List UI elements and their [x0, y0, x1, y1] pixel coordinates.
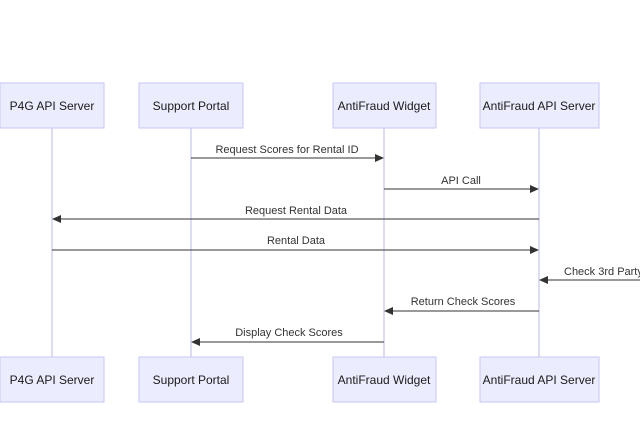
message-display-check-scores: Display Check Scores	[191, 327, 384, 346]
lifelines	[51, 128, 540, 357]
message-return-check-scores: Return Check Scores	[384, 296, 539, 315]
actor-top-antifraud-api-server: AntiFraud API Server	[479, 82, 600, 129]
message-request-scores: Request Scores for Rental ID	[191, 144, 384, 162]
actor-label: AntiFraud Widget	[338, 373, 431, 387]
actor-bottom-support-portal: Support Portal	[138, 356, 244, 403]
arrowhead-right-icon	[530, 246, 539, 254]
actor-label: Support Portal	[153, 373, 230, 387]
message-request-rental-data: Request Rental Data	[52, 205, 539, 223]
message-label: Return Check Scores	[411, 296, 516, 308]
actor-label: P4G API Server	[10, 373, 95, 387]
message-label: Request Rental Data	[245, 205, 348, 217]
actor-bottom-antifraud-widget: AntiFraud Widget	[332, 356, 437, 403]
message-label: Request Scores for Rental ID	[215, 144, 358, 156]
arrowhead-left-icon	[384, 307, 393, 315]
message-rental-data: Rental Data	[52, 235, 539, 254]
actors-top: P4G API Server Support Portal AntiFraud …	[0, 82, 600, 129]
arrowhead-left-icon	[539, 276, 548, 284]
arrowhead-right-icon	[530, 185, 539, 193]
message-label: Display Check Scores	[235, 327, 343, 339]
arrowhead-left-icon	[52, 215, 61, 223]
message-label: Rental Data	[267, 235, 326, 247]
actor-label: AntiFraud API Server	[483, 373, 596, 387]
arrowhead-right-icon	[375, 154, 384, 162]
message-check-3rd-party: Check 3rd Party	[539, 266, 640, 284]
actor-label: Support Portal	[153, 99, 230, 113]
actor-label: AntiFraud API Server	[483, 99, 596, 113]
actor-label: P4G API Server	[10, 99, 95, 113]
actors-bottom: P4G API Server Support Portal AntiFraud …	[0, 356, 600, 403]
actor-label: AntiFraud Widget	[338, 99, 431, 113]
actor-bottom-antifraud-api-server: AntiFraud API Server	[479, 356, 600, 403]
message-api-call: API Call	[384, 175, 539, 193]
messages: Request Scores for Rental ID API Call Re…	[52, 144, 640, 346]
actor-top-antifraud-widget: AntiFraud Widget	[332, 82, 437, 129]
message-label: API Call	[441, 175, 481, 187]
message-label: Check 3rd Party	[564, 266, 640, 278]
actor-top-support-portal: Support Portal	[138, 82, 244, 129]
actor-top-p4g-api-server: P4G API Server	[0, 82, 105, 129]
arrowhead-left-icon	[191, 338, 200, 346]
actor-bottom-p4g-api-server: P4G API Server	[0, 356, 105, 403]
